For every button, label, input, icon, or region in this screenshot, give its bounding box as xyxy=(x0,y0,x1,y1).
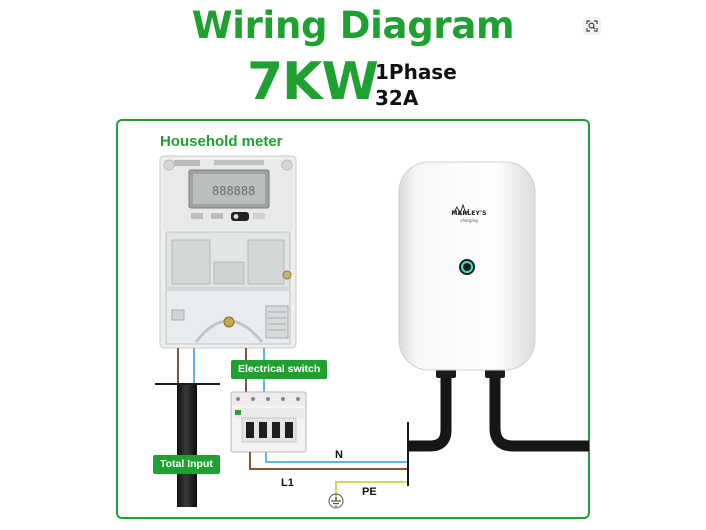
svg-text:888888: 888888 xyxy=(212,184,255,198)
power-rating: 7KW xyxy=(247,52,379,112)
diagram-frame xyxy=(116,119,590,519)
charger-brand-sub: charging xyxy=(460,218,478,223)
phase-spec: 1Phase xyxy=(375,60,457,84)
image-search-icon xyxy=(586,20,598,32)
current-spec: 32A xyxy=(375,86,419,110)
wire-l1 xyxy=(249,452,408,470)
status-led-icon xyxy=(459,259,475,275)
meter-heading: Household meter xyxy=(160,133,283,150)
household-meter: 888888 xyxy=(159,155,297,349)
input-tag: Total Input xyxy=(153,455,220,474)
circuit-breaker xyxy=(230,391,307,453)
charger-brand: MARLEY'S xyxy=(451,210,487,217)
switch-tag: Electrical switch xyxy=(231,360,328,379)
wire-pe-label: PE xyxy=(362,486,377,498)
image-search-button[interactable] xyxy=(583,17,601,35)
charger-cable-left xyxy=(408,372,452,452)
ground-icon xyxy=(328,493,344,509)
wire-n-label: N xyxy=(335,449,343,461)
wire-n xyxy=(265,452,408,463)
charger-cable-right xyxy=(489,372,589,452)
diagram-title: Wiring Diagram xyxy=(191,4,515,47)
wire-l1-label: L1 xyxy=(281,477,294,489)
total-input-cable xyxy=(155,383,220,507)
